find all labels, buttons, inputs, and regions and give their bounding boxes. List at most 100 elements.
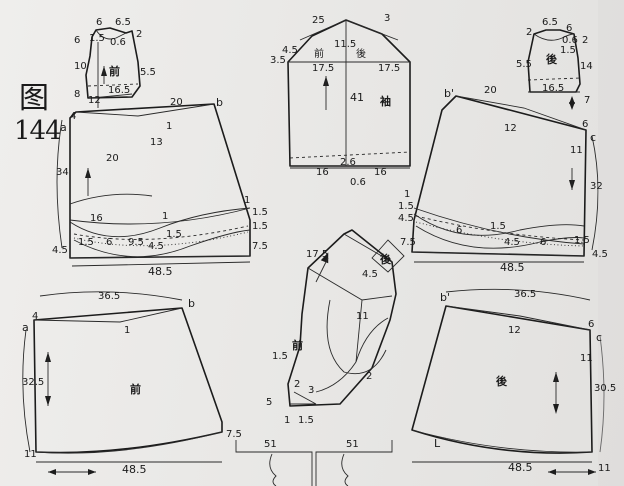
back-bodice-dim-2b: 2 (582, 35, 589, 46)
back-bodice-label: 後 (546, 53, 557, 66)
back-skirt-dim-6b: 6 (456, 225, 463, 236)
fabric-fold-marks (235, 440, 393, 486)
front-skirt-dim-6: 6 (106, 237, 113, 248)
sleeve-dim-3-5: 3.5 (270, 55, 286, 66)
back-bodice-dim-0-6: 0.6 (562, 35, 578, 46)
back-skirt-dim-20: 20 (484, 85, 497, 96)
sleeve-dim-25: 25 (312, 15, 325, 26)
front-bodice-dim-5-5: 5.5 (140, 67, 156, 78)
back-bodice-dim-5-5: 5.5 (516, 59, 532, 70)
collar-dim-2a: 2 (366, 371, 373, 382)
lower-front-label: 前 (130, 383, 141, 396)
back-skirt-dim-6c: 6 (540, 237, 547, 248)
front-skirt-dim-20: 20 (170, 97, 183, 108)
front-bodice-dim-6: 6 (96, 17, 103, 28)
back-skirt-dim-1-5c: 1.5 (574, 235, 590, 246)
fold-dim-51b: 51 (346, 439, 359, 450)
lower-back-label: 後 (496, 375, 507, 388)
front-bodice-dim-12: 12 (88, 95, 101, 106)
front-skirt-lower-piece (22, 291, 223, 475)
front-bodice-dim-16-5: 16.5 (108, 85, 131, 96)
lower-front-dim-48-5: 48.5 (122, 463, 147, 476)
front-bodice-dim-0-6: 0.6 (110, 37, 126, 48)
front-skirt-dim-34: 34 (56, 167, 69, 178)
front-skirt-dim-1-5c: 1.5 (78, 237, 94, 248)
collar-facing-piece (287, 229, 405, 407)
lower-front-dim-7-5: 7.5 (226, 429, 242, 440)
front-skirt-dim-13: 13 (150, 137, 163, 148)
front-skirt-dim-7-5: 7.5 (252, 241, 268, 252)
back-skirt-dim-4-5c: 4.5 (592, 249, 608, 260)
back-bodice-dim-14: 14 (580, 61, 593, 72)
lower-front-point-b: b (188, 297, 195, 310)
front-skirt-point-b: b (216, 96, 223, 109)
lower-front-dim-4: 4 (32, 311, 39, 322)
sleeve-dim-17-5a: 17.5 (312, 63, 335, 74)
page-edge-shadow (598, 0, 624, 486)
front-skirt-dim-4: 4 (70, 111, 77, 122)
collar-dim-11: 11 (356, 311, 369, 322)
sleeve-dim-3: 3 (384, 13, 391, 24)
back-bodice-dim-6-5: 6.5 (542, 17, 558, 28)
back-bodice-piece (527, 29, 581, 110)
sleeve-dim-11-5: 11.5 (334, 39, 357, 50)
figure-caption: 图 144 (14, 81, 62, 147)
lower-back-dim-48-5: 48.5 (508, 461, 533, 474)
front-skirt-dim-1b: 1 (162, 211, 169, 222)
front-skirt-dim-48-5: 48.5 (148, 265, 173, 278)
collar-dim-1: 1 (284, 415, 291, 426)
sleeve-piece (287, 19, 411, 169)
back-skirt-dim-12: 12 (504, 123, 517, 134)
collar-dim-1-5: 1.5 (298, 415, 314, 426)
back-skirt-dim-1-5a: 1.5 (398, 201, 414, 212)
front-skirt-dim-1c: 1 (244, 195, 251, 206)
back-skirt-point-b2: b' (444, 87, 455, 100)
collar-dim-5: 5 (266, 397, 273, 408)
back-skirt-dim-48-5: 48.5 (500, 261, 525, 274)
back-bodice-dim-7: 7 (584, 95, 591, 106)
front-skirt-dim-1-5b: 1.5 (252, 221, 268, 232)
lower-back-dim-6: 6 (588, 319, 595, 330)
sleeve-label: 袖 (380, 95, 391, 108)
back-skirt-point-c: c (590, 131, 597, 144)
lower-back-point-L: L (434, 437, 441, 450)
back-skirt-dim-6: 6 (582, 119, 589, 130)
back-bodice-dim-6: 6 (566, 23, 573, 34)
sleeve-dim-17-5b: 17.5 (378, 63, 401, 74)
lower-front-dim-11: 11 (24, 449, 37, 460)
front-bodice-dim-6b: 6 (74, 35, 81, 46)
sleeve-front-label: 前 (314, 49, 324, 60)
sleeve-back-label: 後 (356, 49, 366, 60)
lower-back-point-b2: b' (440, 291, 451, 304)
lower-back-dim-11b: 11 (598, 463, 611, 474)
back-skirt-dim-4-5b: 4.5 (504, 237, 520, 248)
back-skirt-dim-4-5: 4.5 (398, 213, 414, 224)
sleeve-dim-16a: 16 (316, 167, 329, 178)
collar-dim-2b: 2 (294, 379, 301, 390)
collar-front-label: 前 (292, 339, 303, 352)
front-skirt-dim-1-5a: 1.5 (252, 207, 268, 218)
back-skirt-lower-piece (411, 288, 605, 475)
lower-front-dim-36-5: 36.5 (98, 291, 121, 302)
back-skirt-dim-1-5b: 1.5 (490, 221, 506, 232)
lower-back-point-c: c (596, 331, 603, 344)
front-skirt-upper-piece (56, 103, 251, 267)
back-bodice-dim-16-5: 16.5 (542, 83, 565, 94)
front-bodice-dim-6-5: 6.5 (115, 17, 131, 28)
front-bodice-piece (85, 27, 141, 108)
back-skirt-dim-32: 32 (590, 181, 603, 192)
back-bodice-dim-2: 2 (526, 27, 533, 38)
collar-dim-4-5: 4.5 (362, 269, 378, 280)
front-skirt-dim-4-5: 4.5 (148, 241, 164, 252)
fold-dim-51a: 51 (264, 439, 277, 450)
sleeve-dim-4-5: 4.5 (282, 45, 298, 56)
figure-char: 图 (19, 81, 49, 116)
lower-front-point-a: a (22, 321, 29, 334)
collar-back-label: 後 (380, 253, 391, 266)
lower-back-dim-12: 12 (508, 325, 521, 336)
sleeve-dim-41: 41 (350, 91, 364, 104)
front-skirt-dim-1-5d: 1.5 (166, 229, 182, 240)
sleeve-dim-16b: 16 (374, 167, 387, 178)
figure-number: 144 (14, 116, 62, 146)
